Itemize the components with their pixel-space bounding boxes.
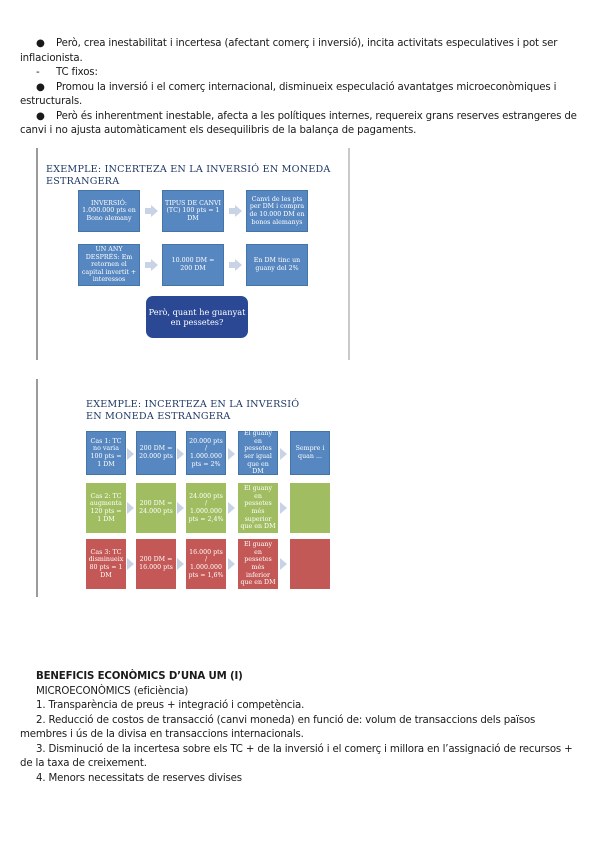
box-dm-gain: En DM tinc un guany del 2% bbox=[246, 244, 308, 286]
bullet-item: ● Promou la inversió i el comerç interna… bbox=[20, 81, 580, 110]
box-exchange-rate: TIPUS DE CANVI (TC) 100 pts = 1 DM bbox=[162, 190, 224, 232]
bullet-glyph: ● bbox=[36, 81, 45, 93]
benefit-item: 3. Disminució de la incertesa sobre els … bbox=[36, 743, 573, 755]
bullet-text: Però és inherentment inestable, afecta a… bbox=[20, 110, 577, 137]
cell-case-3 bbox=[290, 539, 330, 589]
box-dm-return: 10.000 DM = 200 DM bbox=[162, 244, 224, 286]
benefit-item-continuation: de la taxa de creixement. bbox=[20, 758, 147, 769]
benefit-item-continuation: membres i ús de la divisa en transaccion… bbox=[20, 729, 304, 740]
cell-case-2: 200 DM = 24.000 pts bbox=[136, 483, 176, 533]
cell-case-2: El guany en pessetes més superior que en… bbox=[238, 483, 278, 533]
bullet-item: ● Però és inherentment inestable, afecta… bbox=[20, 110, 580, 139]
bullet-glyph: ● bbox=[36, 110, 45, 122]
intro-text: ● Però, crea inestabilitat i incertesa (… bbox=[20, 37, 580, 139]
box-currency-exchange: Canvi de les pts per DM i compra de 10.0… bbox=[246, 190, 308, 232]
benefits-section: BENEFICIS ECONÒMICS D’UNA UM (I) MICROEC… bbox=[20, 670, 580, 786]
dash-glyph: - bbox=[36, 67, 40, 78]
cell-case-3: 16.000 pts / 1.000.000 pts = 1,6% bbox=[186, 539, 226, 589]
dash-item: - TC fixos: bbox=[20, 66, 580, 81]
slide-title: EXEMPLE: INCERTEZA EN LA INVERSIÓ EN MON… bbox=[46, 164, 331, 187]
cell-case-1: 20.000 pts / 1.000.000 pts = 2% bbox=[186, 431, 226, 475]
benefit-item: 2. Reducció de costos de transacció (can… bbox=[36, 714, 536, 726]
slide-investment-uncertainty-1: EXEMPLE: INCERTEZA EN LA INVERSIÓ EN MON… bbox=[36, 148, 350, 360]
box-peseta-question: Però, quant he guanyat en pessetes? bbox=[146, 296, 248, 338]
slide-investment-uncertainty-2: EXEMPLE: INCERTEZA EN LA INVERSIÓ EN MON… bbox=[36, 379, 348, 597]
section-heading: BENEFICIS ECONÒMICS D’UNA UM (I) bbox=[36, 671, 243, 682]
slide-title: EXEMPLE: INCERTEZA EN LA INVERSIÓ EN MON… bbox=[86, 399, 300, 422]
cell-case-2: 24.000 pts / 1.000.000 pts = 2,4% bbox=[186, 483, 226, 533]
box-investment: INVERSIÓ: 1.000.000 pts en Bono alemany bbox=[78, 190, 140, 232]
cell-case-1: Sempre i quan ... bbox=[290, 431, 330, 475]
section-subheading: MICROECONÒMICS (eficiència) bbox=[36, 685, 189, 697]
benefit-item: 1. Transparència de preus + integració i… bbox=[36, 700, 305, 711]
dash-text: TC fixos: bbox=[56, 67, 98, 78]
cell-case-3: Cas 3: TC disminueix 80 pts = 1 DM bbox=[86, 539, 126, 589]
cell-case-1: 200 DM = 20.000 pts bbox=[136, 431, 176, 475]
cell-case-2 bbox=[290, 483, 330, 533]
cell-case-1: El guany en pessetes ser igual que en DM bbox=[238, 430, 278, 475]
bullet-glyph: ● bbox=[36, 38, 45, 49]
cell-case-3: 200 DM = 16.000 pts bbox=[136, 539, 176, 589]
cell-case-1: Cas 1: TC no varia 100 pts = 1 DM bbox=[86, 431, 126, 475]
bullet-item: ● Però, crea inestabilitat i incertesa (… bbox=[20, 37, 580, 66]
cell-case-2: Cas 2: TC augmenta 120 pts = 1 DM bbox=[86, 483, 126, 533]
cell-case-3: El guany en pessetes més inferior que en… bbox=[238, 539, 278, 589]
box-one-year-later: UN ANY DESPRÉS: Em retornen el capital i… bbox=[78, 244, 140, 286]
bullet-text: Promou la inversió i el comerç internaci… bbox=[20, 81, 557, 108]
bullet-text: Però, crea inestabilitat i incertesa (af… bbox=[20, 38, 558, 64]
benefit-item: 4. Menors necessitats de reserves divise… bbox=[36, 772, 242, 784]
